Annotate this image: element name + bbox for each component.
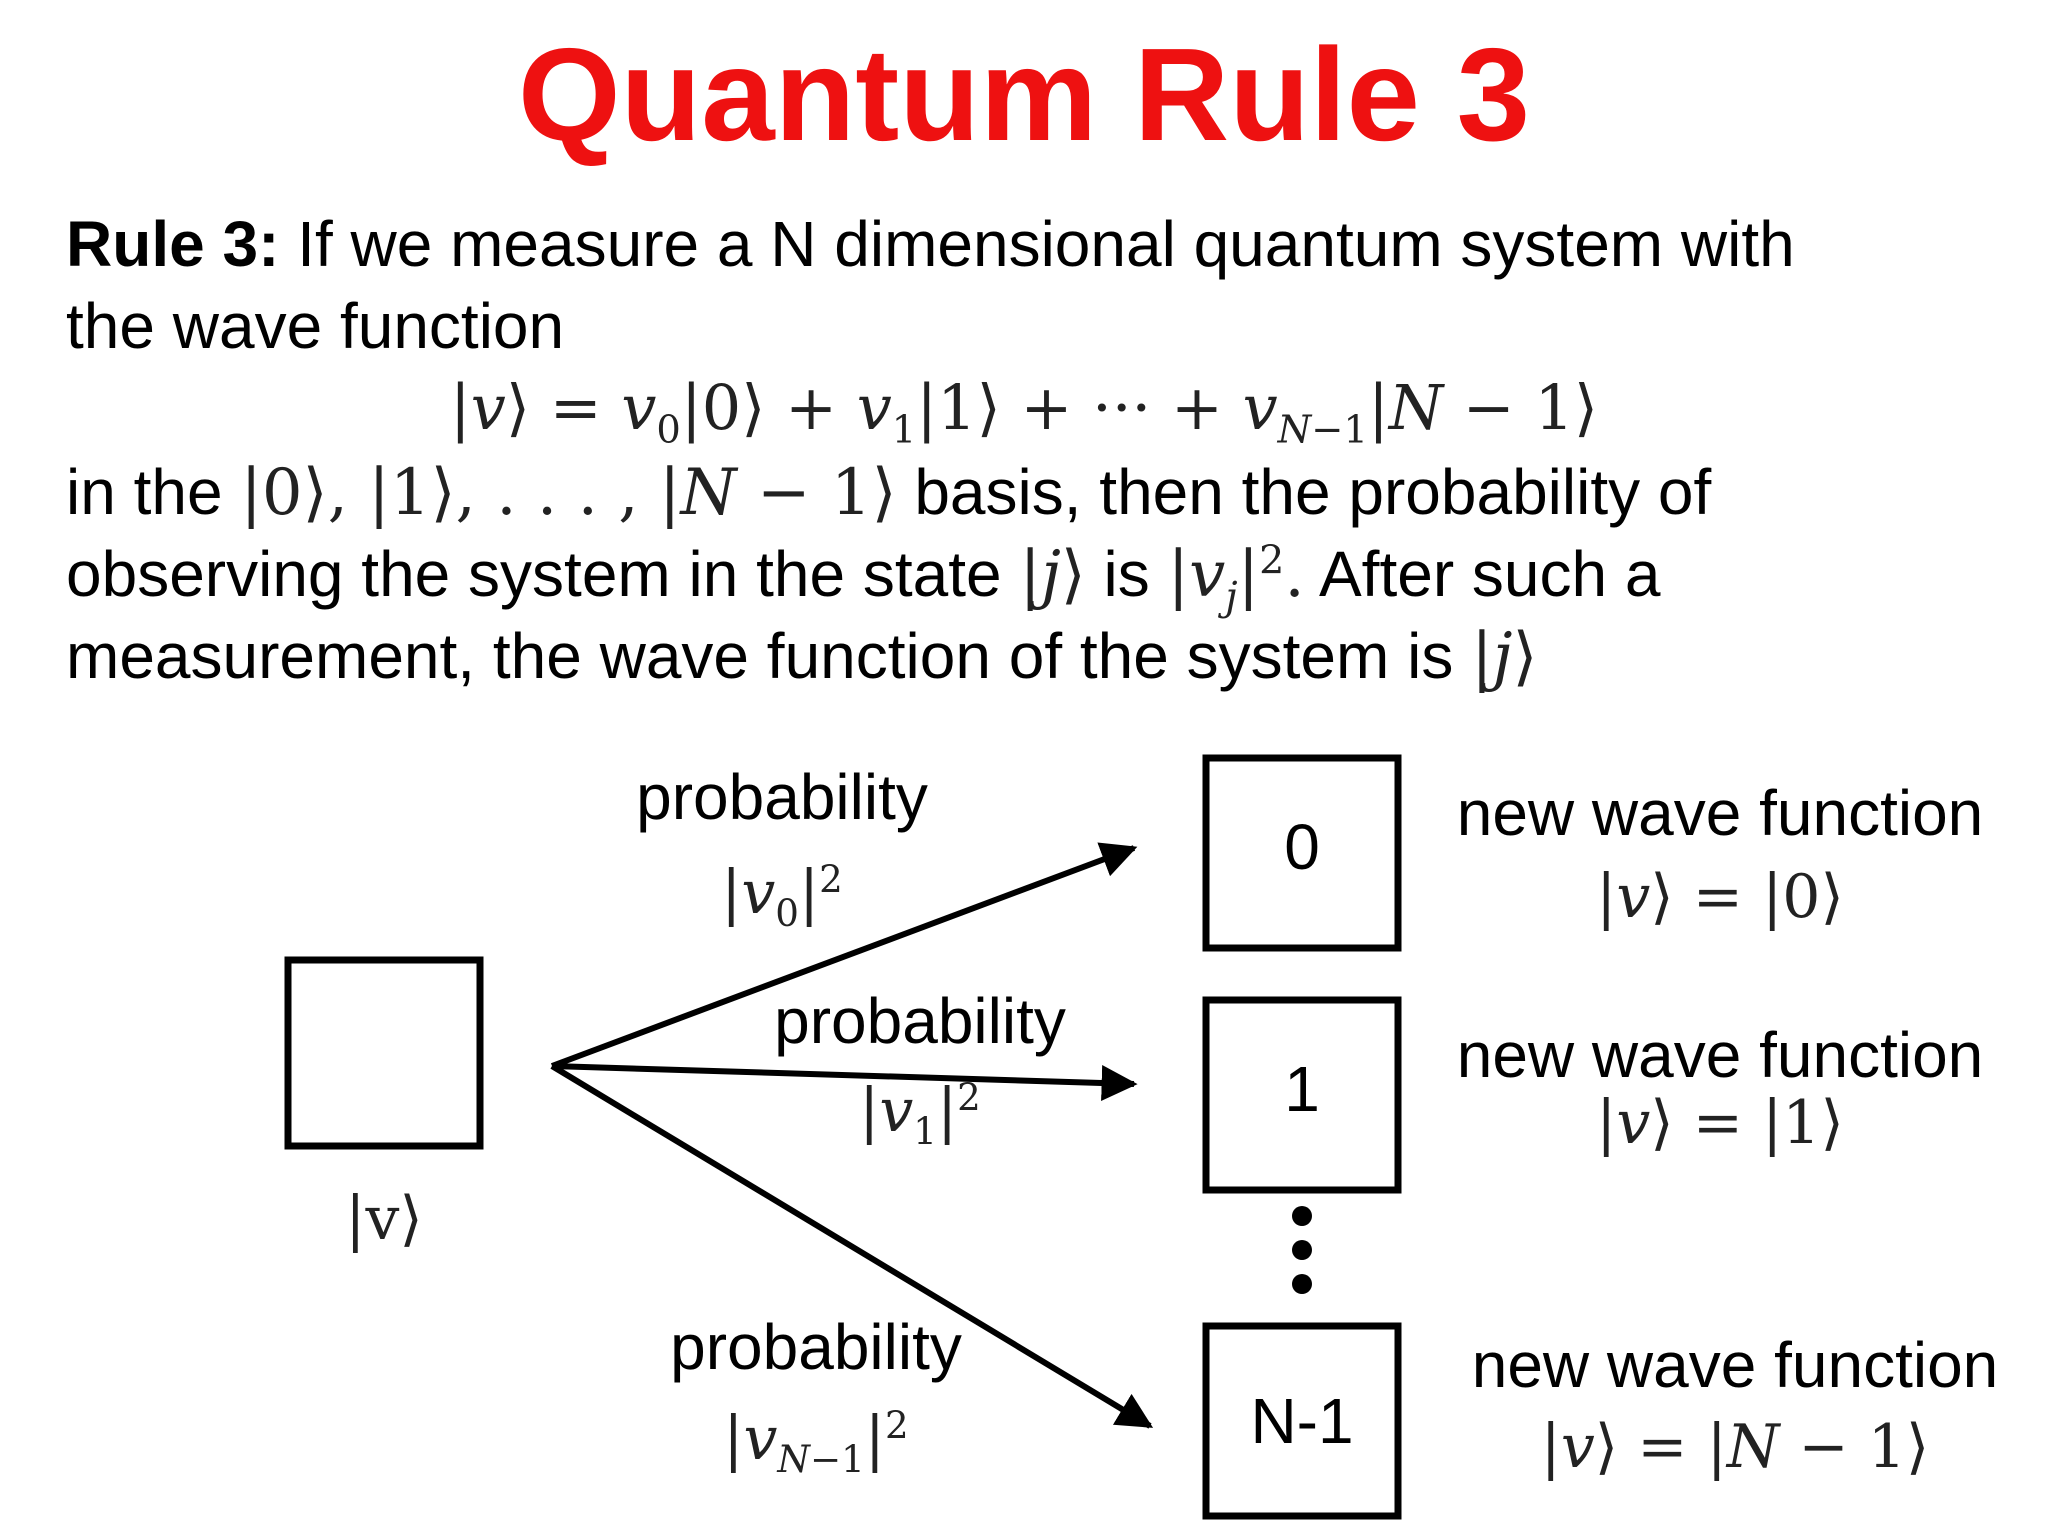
outcome-box-n-1-label: N-1 [1250, 1385, 1354, 1457]
wave-function-equation: |v⟩ = v0|0⟩ + v1|1⟩ + ··· + vN−1|N − 1⟩ [449, 371, 1599, 453]
rule-text-1: If we measure a N dimensional quantum sy… [297, 208, 1795, 280]
input-system-box [284, 956, 484, 1150]
new-wave-function-value-1: |v⟩ = |1⟩ [1596, 1088, 1844, 1158]
rule-text-4a: observing the system in the state [66, 538, 1002, 610]
new-wave-function-label-1: new wave function [1456, 1019, 1984, 1091]
rule-line-4: observing the system in the state |j⟩ is… [66, 534, 1661, 620]
arrow-to-0 [550, 842, 1138, 1069]
probability-value-n-1: |vN−1|2 [723, 1403, 909, 1481]
arrow-to-n-1 [550, 1063, 1154, 1429]
state-j: |j⟩ [1019, 538, 1086, 612]
rule-text-5: measurement, the wave function of the sy… [66, 620, 1454, 692]
rule-text-3a: in the [66, 456, 223, 528]
outcome-box-1 [1202, 996, 1402, 1194]
outcome-box-0 [1202, 754, 1402, 952]
outcome-box-0-label: 0 [1284, 811, 1320, 883]
rule-text-4b: is [1103, 538, 1150, 610]
rule-text-4c: After such a [1318, 538, 1661, 610]
rule-text-3b: basis, then the probability of [914, 456, 1712, 528]
rule-label: Rule 3: [66, 208, 280, 280]
page-title: Quantum Rule 3 [517, 21, 1531, 168]
outcome-box-1-label: 1 [1284, 1053, 1320, 1125]
rule-line-3: in the |0⟩, |1⟩, . . . , |N − 1⟩ basis, … [66, 452, 1711, 533]
probability-label-1: probability [774, 985, 1066, 1057]
probability-value-1: |v1|2 [859, 1075, 981, 1153]
probability-label-n-1: probability [670, 1311, 962, 1383]
input-state-label: |v⟩ [345, 1184, 423, 1254]
vertical-ellipsis-icon [1292, 1206, 1312, 1294]
rule-line-5: measurement, the wave function of the sy… [66, 616, 1537, 697]
collapsed-state-j: |j⟩ [1471, 620, 1538, 694]
rule-text-2: the wave function [66, 290, 565, 362]
rule-line-1: Rule 3: If we measure a N dimensional qu… [66, 204, 1795, 284]
basis-expression: |0⟩, |1⟩, . . . , |N − 1⟩ [240, 456, 897, 530]
new-wave-function-value-n-1: |v⟩ = |N − 1⟩ [1540, 1412, 1930, 1482]
outcome-box-n-1 [1202, 1322, 1402, 1520]
probability-value-0: |v0|2 [721, 857, 843, 935]
rule-line-2: the wave function [66, 286, 564, 366]
probability-label-0: probability [636, 761, 928, 833]
new-wave-function-label-0: new wave function [1456, 777, 1984, 849]
new-wave-function-value-0: |v⟩ = |0⟩ [1596, 862, 1844, 932]
arrow-to-1 [551, 1063, 1138, 1101]
new-wave-function-label-n-1: new wave function [1471, 1329, 1999, 1401]
probability-vj: |vj|2. [1167, 537, 1305, 620]
